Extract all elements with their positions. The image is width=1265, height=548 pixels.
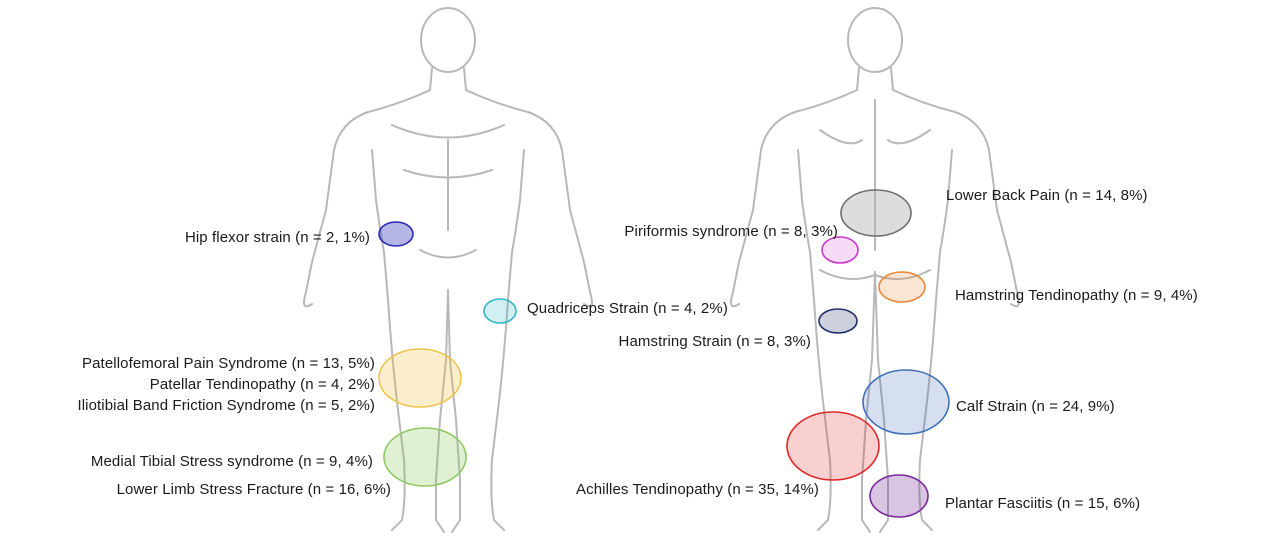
lower-back-marker: [841, 190, 911, 236]
label-hamstring-strain: Hamstring Strain (n = 8, 3%): [619, 333, 811, 350]
calf-strain-marker: [863, 370, 949, 434]
label-plantar: Plantar Fasciitis (n = 15, 6%): [945, 495, 1140, 512]
label-achilles: Achilles Tendinopathy (n = 35, 14%): [576, 481, 819, 498]
label-quadriceps: Quadriceps Strain (n = 4, 2%): [527, 300, 728, 317]
hip-flexor-marker: [379, 222, 413, 246]
label-lower-limb-fracture: Lower Limb Stress Fracture (n = 16, 6%): [117, 481, 391, 498]
piriformis-marker: [822, 237, 858, 263]
label-medial-tibial: Medial Tibial Stress syndrome (n = 9, 4%…: [91, 453, 373, 470]
label-piriformis: Piriformis syndrome (n = 8, 3%): [624, 223, 838, 240]
hamstring-strain-marker: [819, 309, 857, 333]
achilles-marker: [787, 412, 879, 480]
quadriceps-marker: [484, 299, 516, 323]
shin-marker: [384, 428, 466, 486]
label-lower-back: Lower Back Pain (n = 14, 8%): [946, 187, 1148, 204]
plantar-marker: [870, 475, 928, 517]
label-hamstring-tendinopathy: Hamstring Tendinopathy (n = 9, 4%): [955, 287, 1198, 304]
hamstring-tendinopathy-marker: [879, 272, 925, 302]
label-patellofemoral: Patellofemoral Pain Syndrome (n = 13, 5%…: [82, 355, 375, 372]
label-iliotibial: Iliotibial Band Friction Syndrome (n = 5…: [77, 397, 375, 414]
label-hip-flexor: Hip flexor strain (n = 2, 1%): [185, 229, 370, 246]
knee-marker: [379, 349, 461, 407]
label-patellar: Patellar Tendinopathy (n = 4, 2%): [150, 376, 375, 393]
label-calf-strain: Calf Strain (n = 24, 9%): [956, 398, 1115, 415]
